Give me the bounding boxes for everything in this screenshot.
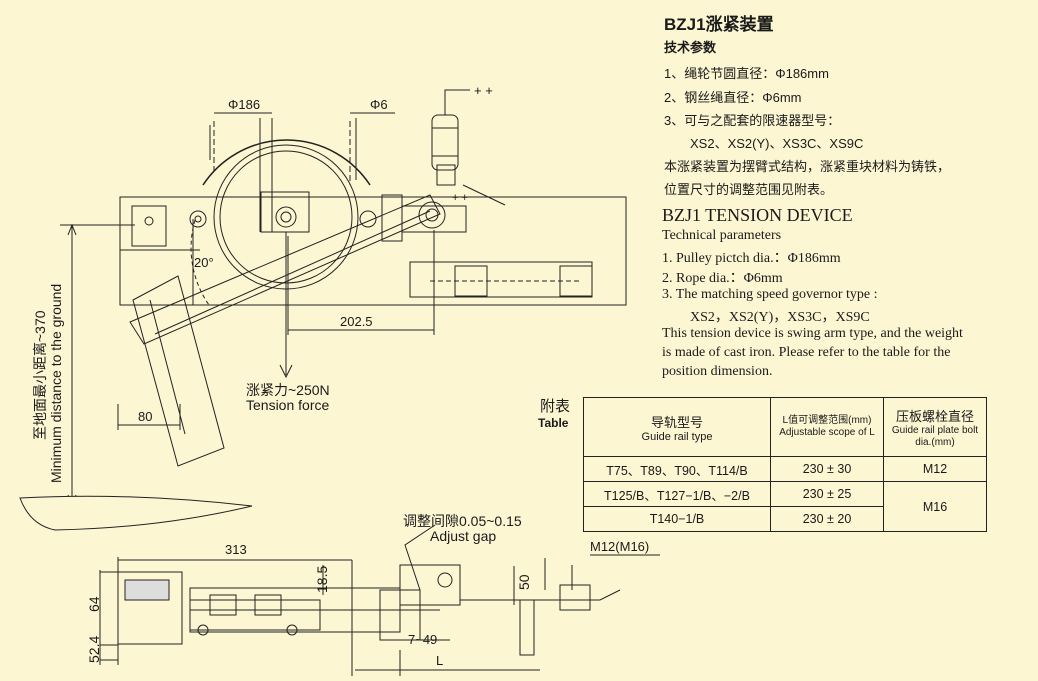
cell-rail: T140−1/B (583, 506, 771, 532)
table-header-rail: 导轨型号 Guide rail type (583, 397, 771, 457)
table-row: T140−1/B 230 ± 20 (583, 506, 987, 532)
table-label-cn: 附表 (540, 398, 571, 415)
label-tension-cn: 涨紧力~250N (246, 382, 330, 398)
tension-weight (132, 275, 225, 467)
label-tension-en: Tension force (246, 397, 330, 413)
cell-range: 230 ± 25 (770, 481, 884, 507)
label-bolt: M12(M16) (590, 539, 650, 554)
table-header-bolt: 压板螺栓直径 Guide rail plate bolt dia.(mm) (883, 397, 987, 457)
cell-range: 230 ± 30 (770, 456, 884, 482)
cn-line-3: 3、可与之配套的限速器型号： (664, 113, 841, 128)
label-749: 7~49 (408, 632, 438, 647)
table-row: T125/B、T127−1/B、−2/B 230 ± 25 M16 (583, 481, 987, 532)
cell-range: 230 ± 20 (770, 506, 884, 532)
label-rope-dia: Φ6 (370, 97, 388, 112)
label-pulley-dia: Φ186 (228, 97, 261, 112)
label-gap-cn: 调整间隙0.05~0.15 (403, 513, 522, 529)
safety-switch (431, 114, 459, 171)
en-line-7: is made of cast iron. Please refer to th… (662, 345, 951, 360)
label-ground-cn: 至地面最小距离~370 (32, 310, 48, 440)
label-64: 64 (86, 596, 102, 612)
label-80: 80 (138, 409, 153, 424)
label-313: 313 (225, 542, 247, 557)
label-50: 50 (516, 574, 532, 590)
swing-arm (129, 194, 441, 345)
label-2025: 202.5 (340, 314, 373, 329)
label-L: L (436, 653, 444, 668)
cell-rail: T125/B、T127−1/B、−2/B (583, 481, 771, 507)
en-line-1: Technical parameters (662, 228, 782, 243)
label-524: 52.4 (86, 635, 102, 663)
table-row: T75、T89、T90、T114/B 230 ± 30 M12 (583, 456, 987, 482)
label-plus-top: + + (474, 83, 493, 98)
spec-table: 导轨型号 Guide rail type L值可调整范围(mm) Adjusta… (583, 397, 987, 532)
cell-bolt: M16 (883, 481, 987, 532)
en-line-8: position dimension. (662, 364, 773, 379)
cn-line-1: 1、绳轮节圆直径：Φ186mm (664, 66, 829, 81)
cn-line-5: 本涨紧装置为摆臂式结构，涨紧重块材料为铸铁， (664, 159, 951, 174)
title-cn: BZJ1涨紧装置 (664, 15, 774, 34)
table-label-en: Table (538, 416, 569, 430)
cell-rail: T75、T89、T90、T114/B (583, 456, 771, 482)
title-en: BZJ1 TENSION DEVICE (662, 205, 853, 225)
label-plus-mid: + + (452, 192, 468, 204)
label-angle: 20° (194, 255, 214, 270)
ground-floor (19, 495, 253, 531)
en-line-6: This tension device is swing arm type, a… (662, 326, 963, 341)
cn-line-6: 位置尺寸的调整范围见附表。 (664, 182, 834, 197)
en-line-4: 3. The matching speed governor type : (662, 287, 878, 302)
table-header-row: 导轨型号 Guide rail type L值可调整范围(mm) Adjusta… (583, 397, 987, 457)
table-header-range: L值可调整范围(mm) Adjustable scope of L (770, 397, 884, 457)
en-line-5: XS2，XS2(Y)，XS3C，XS9C (690, 310, 870, 325)
en-line-3: 2. Rope dia.：Φ6mm (662, 271, 783, 286)
label-185: 18.5 (314, 565, 330, 593)
cn-line-2: 2、钢丝绳直径：Φ6mm (664, 90, 802, 105)
label-ground-en: Minimum distance to the ground (48, 283, 64, 483)
en-line-2: 1. Pulley pictch dia.：Φ186mm (662, 251, 841, 266)
label-gap-en: Adjust gap (430, 528, 497, 544)
mounting-frame (119, 196, 627, 306)
cell-bolt: M12 (883, 456, 987, 482)
cn-line-4: XS2、XS2(Y)、XS3C、XS9C (690, 136, 864, 151)
params-cn: 技术参数 (664, 40, 717, 55)
